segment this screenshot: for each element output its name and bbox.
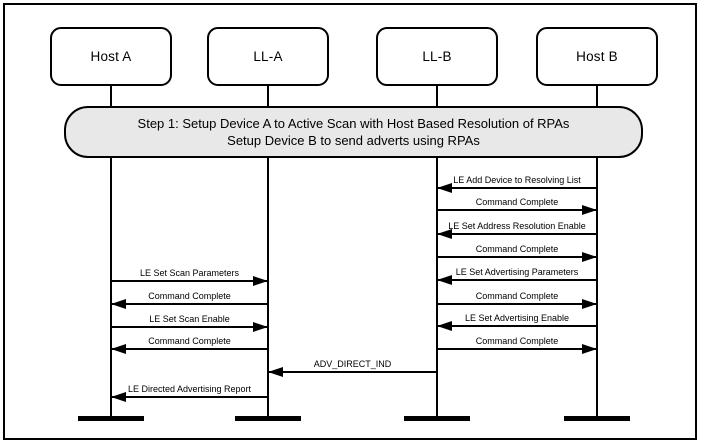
message-line [437,209,597,211]
arrowhead-left-icon [111,392,126,402]
arrowhead-left-icon [111,299,126,309]
message-label: Command Complete [148,291,231,301]
message-label: Command Complete [475,291,559,301]
actor-label-host-a: Host A [90,49,132,64]
message-label: Command Complete [475,197,559,207]
lifeline-lower-ll-a [267,156,269,417]
arrowhead-left-icon [437,183,452,193]
actor-label-ll-b: LL-B [422,49,452,64]
lifeline-upper-host-b [596,85,598,107]
message-label: ADV_DIRECT_IND [313,359,392,369]
arrowhead-right-icon [582,205,597,215]
message-line [111,280,268,282]
message-arrow: Command Complete [111,289,268,309]
message-line [111,348,268,350]
lifeline-upper-ll-b [436,85,438,107]
message-label: LE Set Scan Enable [149,314,230,324]
message-line [437,279,597,281]
message-line [437,325,597,327]
message-label: Command Complete [475,244,559,254]
message-line [111,326,268,328]
message-arrow: LE Set Address Resolution Enable [437,219,597,239]
lifeline-end-bar-ll-a [235,416,301,421]
arrowhead-left-icon [111,344,126,354]
diagram-border-frame [3,3,697,440]
actor-box-host-a: Host A [50,27,172,86]
message-arrow: LE Set Advertising Parameters [437,265,597,285]
message-label: LE Set Advertising Enable [464,313,570,323]
message-label: Command Complete [475,336,559,346]
message-arrow: LE Directed Advertising Report [111,382,268,402]
arrowhead-left-icon [437,321,452,331]
message-label: LE Directed Advertising Report [127,384,252,394]
message-arrow: LE Set Scan Enable [111,312,268,332]
message-arrow: ADV_DIRECT_IND [268,357,437,377]
message-line [111,303,268,305]
message-line [437,348,597,350]
step-banner-line-2: Setup Device B to send adverts using RPA… [227,133,480,148]
step-banner-line-1: Step 1: Setup Device A to Active Scan wi… [137,116,570,131]
message-line [437,233,597,235]
message-arrow: LE Set Advertising Enable [437,311,597,331]
arrowhead-right-icon [582,252,597,262]
lifeline-lower-ll-b [436,156,438,417]
lifeline-lower-host-a [110,156,112,417]
arrowhead-right-icon [582,344,597,354]
lifeline-lower-host-b [596,156,598,417]
actor-label-host-b: Host B [576,49,618,64]
lifeline-end-bar-host-b [564,416,630,421]
message-arrow: Command Complete [437,334,597,354]
message-label: LE Set Advertising Parameters [455,267,579,277]
message-arrow: Command Complete [437,242,597,262]
arrowhead-left-icon [437,275,452,285]
message-arrow: LE Add Device to Resolving List [437,173,597,193]
actor-box-host-b: Host B [536,27,658,86]
message-line [268,371,437,373]
arrowhead-right-icon [253,276,268,286]
message-line [437,303,597,305]
arrowhead-left-icon [268,367,283,377]
arrowhead-right-icon [582,299,597,309]
actor-label-ll-a: LL-A [253,49,283,64]
step-banner: Step 1: Setup Device A to Active Scan wi… [64,106,643,158]
message-label: LE Set Scan Parameters [139,268,240,278]
lifeline-end-bar-ll-b [404,416,470,421]
message-arrow: Command Complete [111,334,268,354]
lifeline-upper-host-a [110,85,112,107]
message-arrow: Command Complete [437,195,597,215]
arrowhead-right-icon [253,322,268,332]
message-line [437,187,597,189]
message-label: LE Add Device to Resolving List [453,175,581,185]
message-arrow: LE Set Scan Parameters [111,266,268,286]
message-line [437,256,597,258]
arrowhead-left-icon [437,229,452,239]
message-label: LE Set Address Resolution Enable [448,221,586,231]
actor-box-ll-b: LL-B [376,27,498,86]
message-label: Command Complete [148,336,231,346]
lifeline-end-bar-host-a [78,416,144,421]
actor-box-ll-a: LL-A [207,27,329,86]
lifeline-upper-ll-a [267,85,269,107]
message-line [111,396,268,398]
message-arrow: Command Complete [437,289,597,309]
